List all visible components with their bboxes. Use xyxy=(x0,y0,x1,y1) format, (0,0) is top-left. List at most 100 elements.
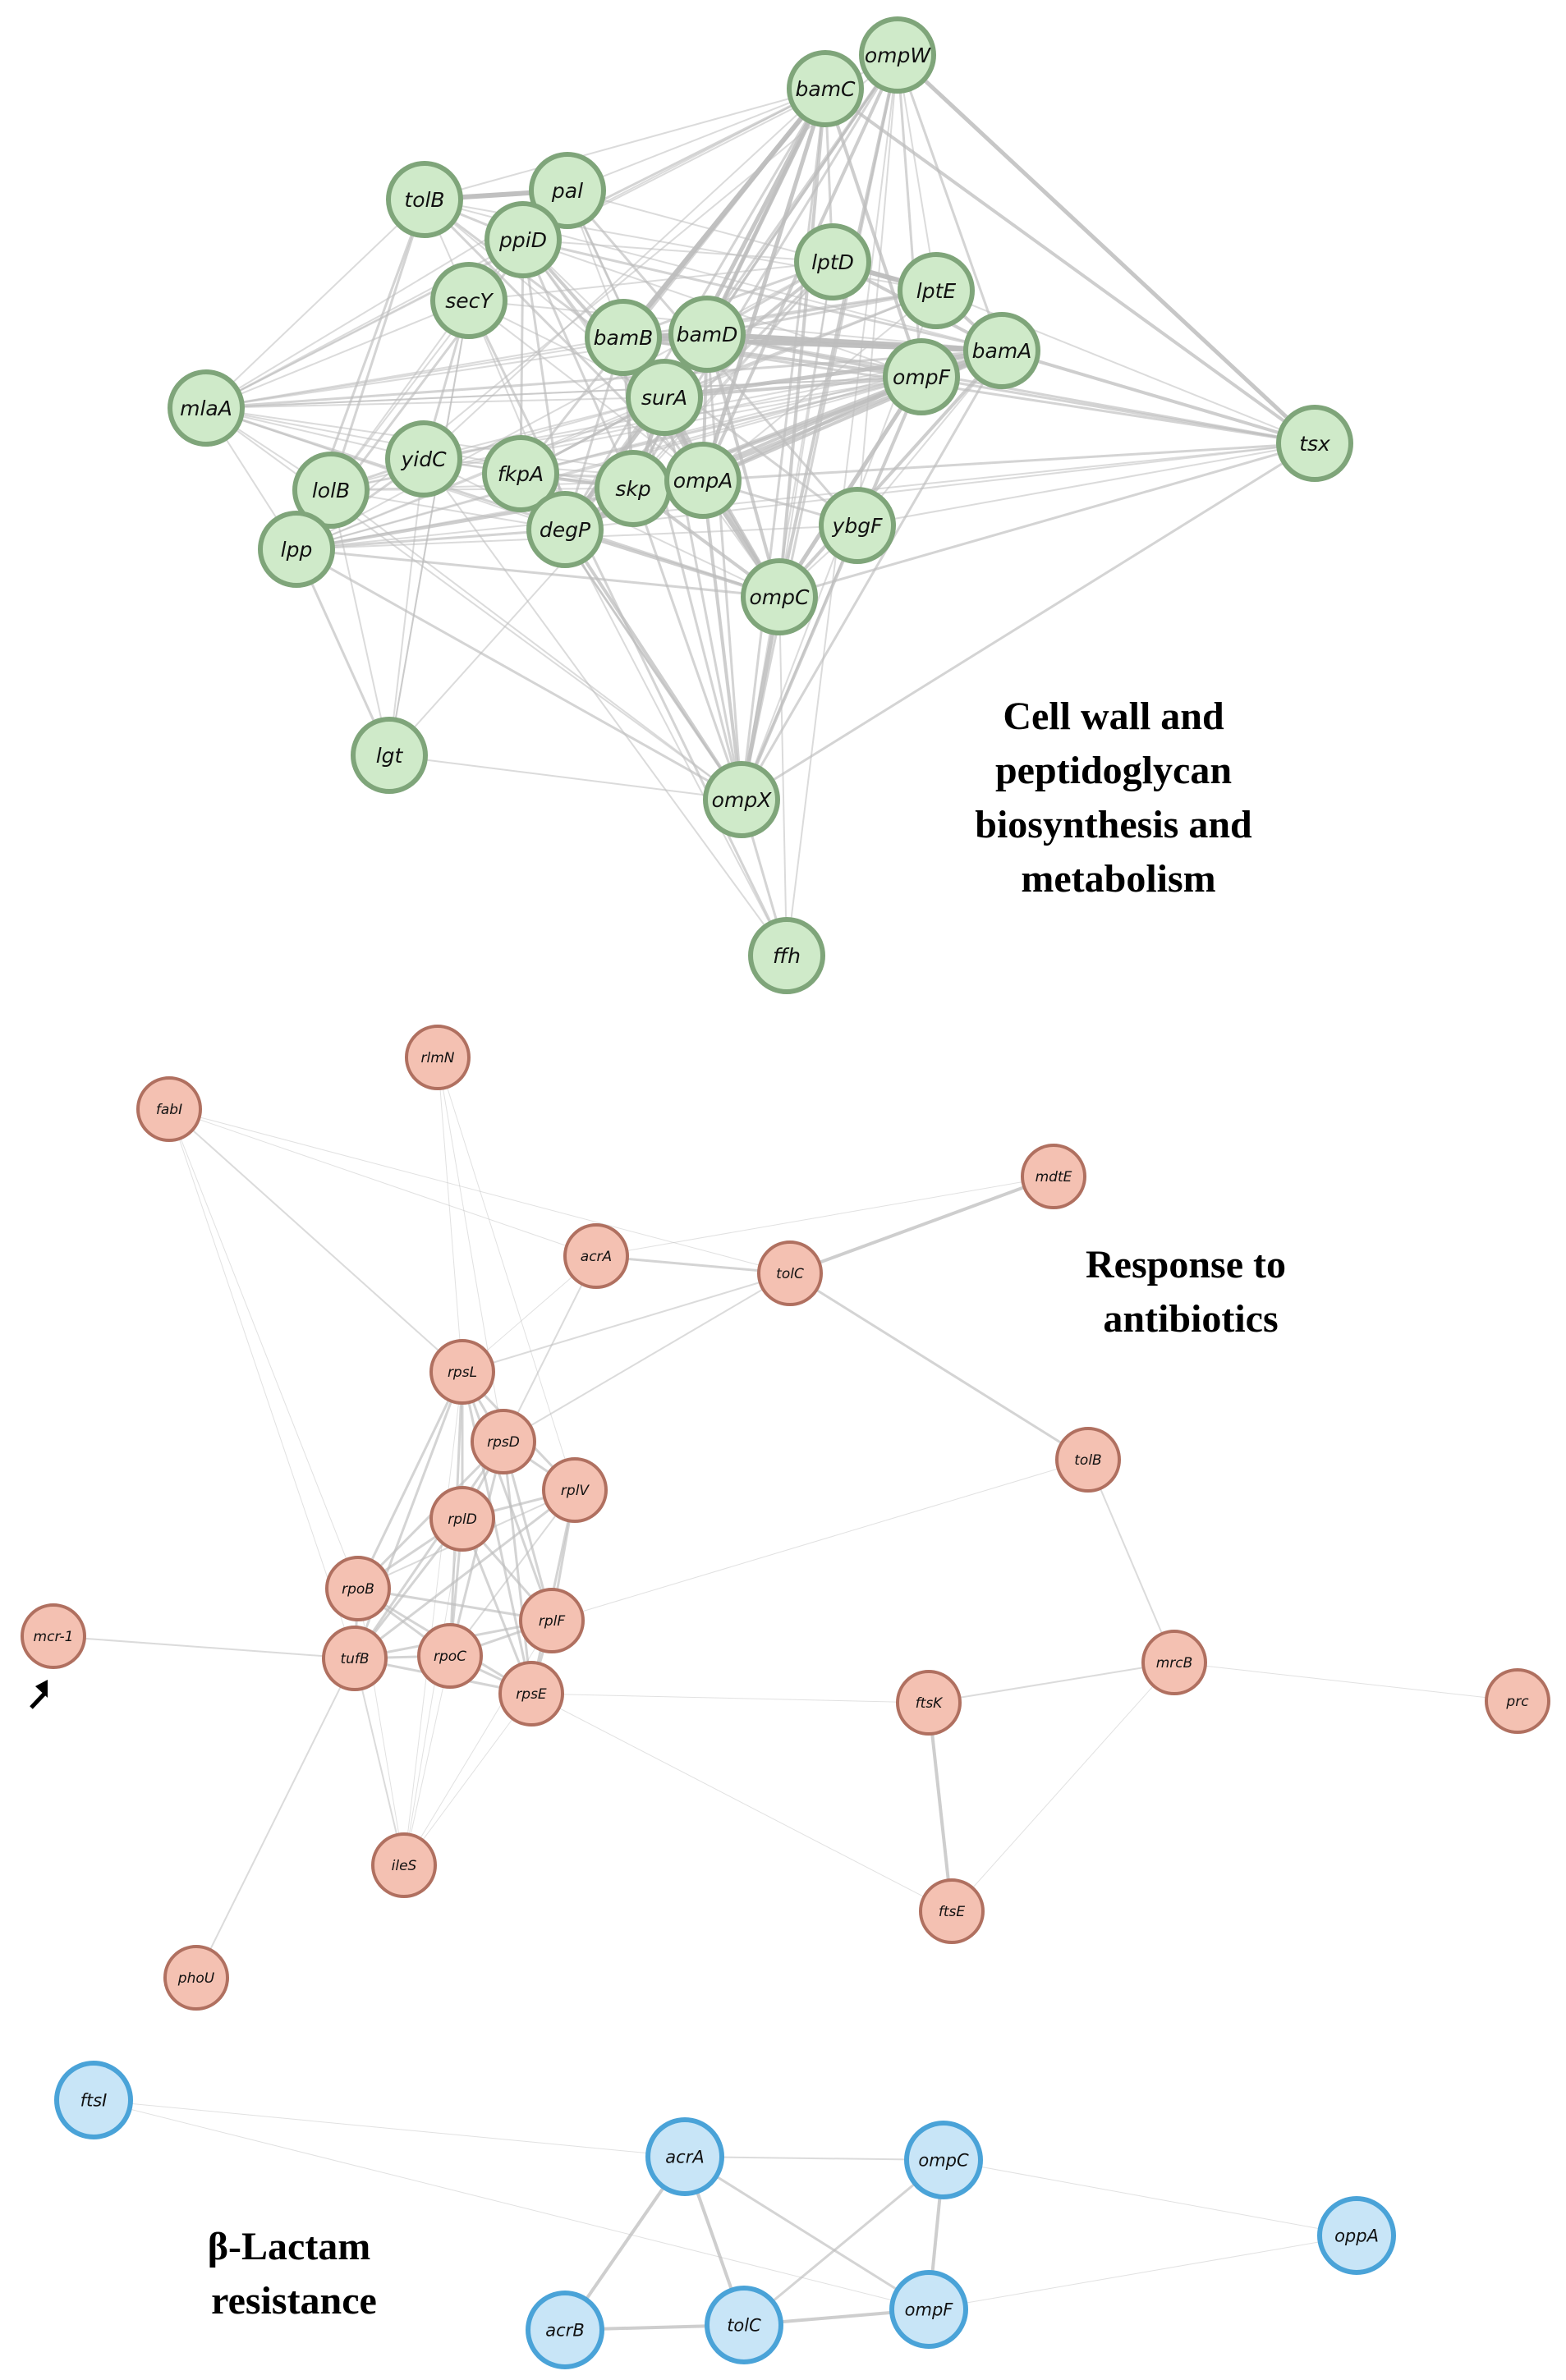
edge-cellwall-bamC-tsx xyxy=(824,87,1316,445)
edge-cellwall-bamA-ompX xyxy=(740,350,1003,800)
node-label: prc xyxy=(1505,1694,1529,1710)
edge-antibiotics-tolC-rpsD xyxy=(503,1273,791,1442)
edge-antibiotics-mrcB-ftsK xyxy=(928,1662,1175,1704)
edge-cellwall-bamB-mlaA xyxy=(205,337,624,409)
edge-cellwall-ompF-fkpA xyxy=(520,375,922,475)
node-circle xyxy=(883,338,960,415)
node-circle xyxy=(1021,1144,1086,1209)
edge-cellwall-mlaA-ompF xyxy=(205,376,922,409)
edge-antibiotics-rpsD-tufB xyxy=(353,1441,505,1659)
node-circle xyxy=(417,1623,483,1689)
edge-antibiotics-rplD-ileS xyxy=(403,1518,463,1866)
edge-cellwall-ompW-lptE xyxy=(897,54,937,291)
edge-cellwall-lpp-ompC xyxy=(296,548,780,598)
node-label: tolB xyxy=(404,188,444,212)
edge-cellwall-ompF-tsx xyxy=(921,375,1316,445)
node-circle xyxy=(405,1025,471,1090)
node-circle xyxy=(898,252,975,329)
edge-antibiotics-tolB-mrcB xyxy=(1087,1459,1175,1663)
edge-antibiotics-fabI-tufB xyxy=(168,1108,356,1659)
node-label: bamB xyxy=(594,326,654,350)
edge-cellwall-lptE-mlaA xyxy=(205,290,937,409)
node-circle xyxy=(529,152,606,229)
node-cellwall-mlaA: mlaA xyxy=(168,369,245,447)
node-cellwall-tsx: tsx xyxy=(1276,405,1353,482)
edge-antibiotics-fabI-rpsL xyxy=(168,1108,463,1373)
node-antibiotics-mdtE: mdtE xyxy=(1021,1144,1086,1209)
edge-cellwall-bamA-tsx xyxy=(1001,349,1316,445)
node-label: pal xyxy=(551,179,583,203)
node-circle xyxy=(258,511,335,588)
node-label: ompF xyxy=(905,2300,954,2319)
edge-cellwall-lgt-secY xyxy=(388,300,470,756)
node-label: ftsI xyxy=(80,2090,108,2110)
node-circle xyxy=(645,2117,724,2196)
edge-cellwall-ppiD-lptD xyxy=(522,239,834,263)
edge-betalactam-ftsI-ompF xyxy=(93,2099,930,2310)
edge-antibiotics-mrcB-prc xyxy=(1173,1662,1518,1702)
node-betalactam-acrB: acrB xyxy=(526,2291,604,2369)
node-antibiotics-rplV: rplV xyxy=(542,1457,608,1523)
node-cellwall-bamD: bamD xyxy=(668,296,746,373)
node-label: phoU xyxy=(177,1970,215,1987)
node-circle xyxy=(1317,2196,1396,2275)
node-circle xyxy=(385,420,462,498)
edge-cellwall-ppiD-skp xyxy=(521,239,635,489)
edge-cellwall-mlaA-secY xyxy=(205,300,470,409)
edge-antibiotics-tufB-ileS xyxy=(354,1658,405,1866)
node-cellwall-bamA: bamA xyxy=(963,312,1040,389)
node-label: degP xyxy=(540,518,591,542)
node-antibiotics-rlmN: rlmN xyxy=(405,1025,471,1090)
edge-betalactam-ompC-oppA xyxy=(943,2159,1357,2236)
node-antibiotics-ftsE: ftsE xyxy=(919,1878,985,1944)
edge-antibiotics-rpsL-rpoB xyxy=(356,1371,464,1589)
edge-betalactam-ompF-oppA xyxy=(928,2235,1357,2310)
node-antibiotics-tolB: tolB xyxy=(1055,1427,1121,1493)
edge-antibiotics-rpoC-ileS xyxy=(403,1655,451,1866)
node-cellwall-bamB: bamB xyxy=(585,299,662,376)
node-antibiotics-tolC: tolC xyxy=(757,1240,823,1306)
node-cellwall-ompA: ompA xyxy=(664,442,742,519)
node-label: rplF xyxy=(539,1613,566,1630)
node-circle xyxy=(498,1661,564,1727)
edge-cellwall-lptD-lpp xyxy=(296,261,834,550)
node-circle xyxy=(519,1588,585,1653)
node-circle xyxy=(585,299,662,376)
node-cellwall-lgt: lgt xyxy=(351,717,428,794)
node-circle xyxy=(919,1878,985,1944)
node-label: fabI xyxy=(156,1102,182,1118)
node-label: ompF xyxy=(893,365,951,389)
edge-antibiotics-rpsE-ftsK xyxy=(530,1693,930,1704)
node-label: ftsE xyxy=(939,1904,966,1920)
edge-antibiotics-mdtE-tolC xyxy=(789,1175,1054,1275)
node-label: ftsK xyxy=(916,1695,944,1712)
node-cellwall-ffh: ffh xyxy=(748,917,825,994)
edge-cellwall-tsx-ompC xyxy=(778,442,1316,598)
node-label: tolC xyxy=(727,2315,761,2335)
edge-antibiotics-rplV-rpoC xyxy=(449,1489,576,1657)
edge-betalactam-acrA-ompC xyxy=(684,2156,944,2161)
node-label: ompX xyxy=(712,788,773,812)
node-cellwall-secY: secY xyxy=(430,262,507,339)
edge-cellwall-tsx-ompA xyxy=(702,442,1316,482)
node-betalactam-ompC: ompC xyxy=(904,2121,983,2199)
node-circle xyxy=(703,761,780,838)
edge-cellwall-bamA-mlaA xyxy=(205,349,1003,410)
edge-antibiotics-rlmN-rplV xyxy=(437,1057,576,1491)
node-label: acrA xyxy=(665,2147,704,2167)
cellwall-title-line-2: peptidoglycan xyxy=(995,749,1232,792)
node-label: ppiD xyxy=(498,228,547,252)
betalactam-title-line-2: resistance xyxy=(211,2279,377,2323)
node-antibiotics-fabI: fabI xyxy=(136,1076,202,1142)
node-circle xyxy=(429,1339,495,1405)
edge-cellwall-ompW-bamA xyxy=(896,54,1003,351)
node-cellwall-lolB: lolB xyxy=(292,452,370,529)
node-antibiotics-rpsE: rpsE xyxy=(498,1661,564,1727)
node-circle xyxy=(371,1832,437,1898)
node-label: bamC xyxy=(796,77,856,101)
edge-antibiotics-mrcB-ftsE xyxy=(951,1662,1175,1912)
node-circle xyxy=(429,1486,495,1552)
node-label: ffh xyxy=(773,944,801,968)
edge-cellwall-lgt-ompX xyxy=(388,754,742,800)
